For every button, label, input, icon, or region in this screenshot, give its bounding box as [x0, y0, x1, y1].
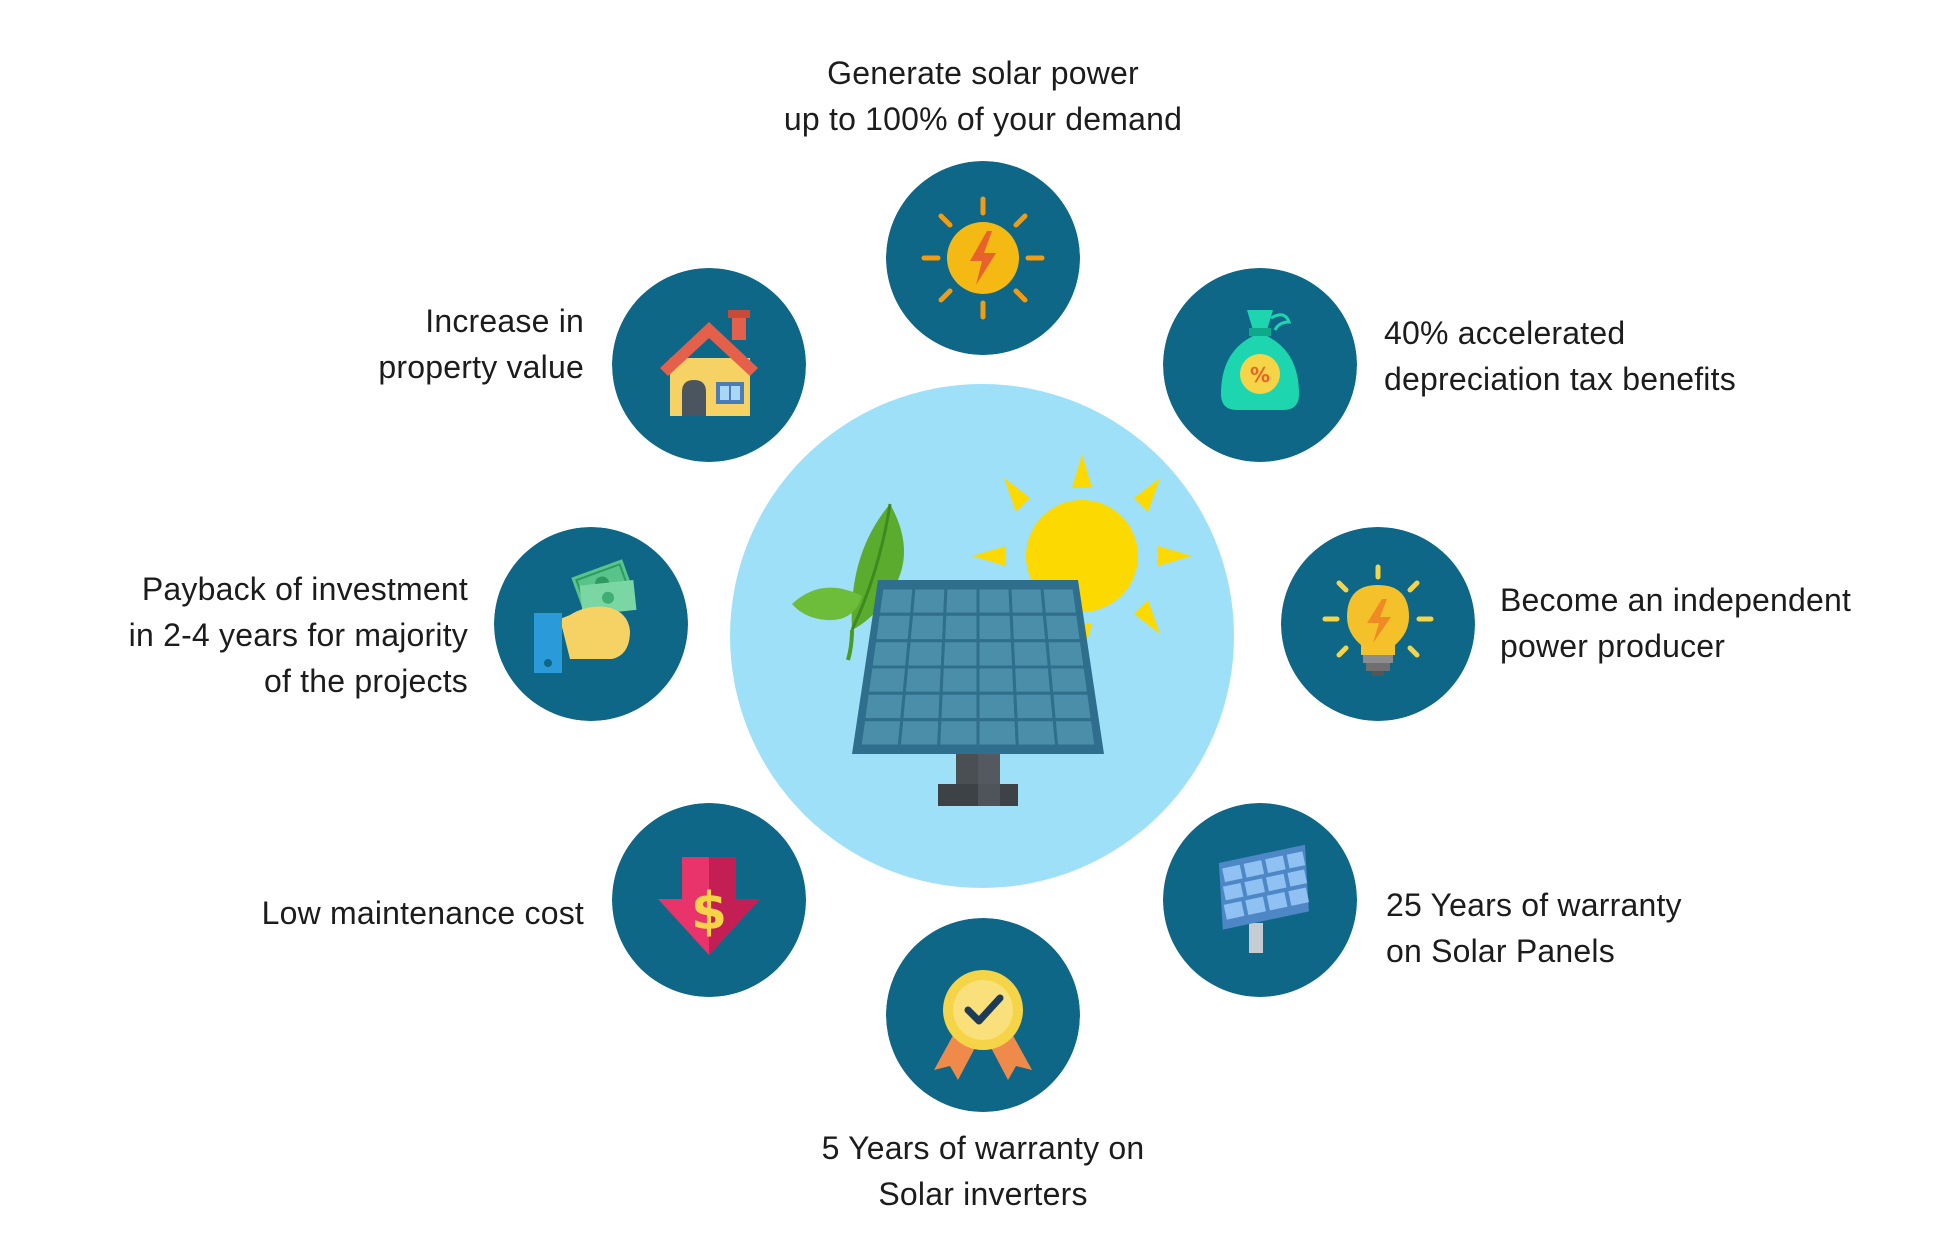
panel-cell [976, 691, 1018, 722]
panel-cell [1014, 718, 1059, 748]
benefit-label-panel-warranty: 25 Years of warranty on Solar Panels [1386, 882, 1846, 974]
panel-cell [1050, 691, 1095, 722]
house-icon [612, 268, 806, 462]
benefit-label-inverter-warranty: 5 Years of warranty on Solar inverters [740, 1125, 1226, 1217]
benefit-label-payback: Payback of investment in 2-4 years for m… [40, 566, 468, 704]
panel-cell [939, 665, 980, 695]
benefit-text-line: property value [378, 349, 584, 385]
panel-cell [976, 586, 1013, 616]
panel-cell [861, 691, 906, 722]
benefit-node-independent [1281, 527, 1475, 721]
panel-cell [858, 718, 904, 748]
panel-cell [869, 639, 911, 669]
benefit-text-line: of the projects [264, 663, 468, 699]
benefit-text-line: Payback of investment [141, 571, 468, 607]
benefit-node-inverter-warranty [886, 918, 1080, 1112]
benefit-text-line: 25 Years of warranty [1386, 887, 1682, 923]
panel-cell [976, 612, 1014, 643]
panel-cell [1008, 586, 1047, 616]
panel-cell [1040, 586, 1080, 616]
benefit-node-panel-warranty [1163, 803, 1357, 997]
central-solar-illustration [730, 384, 1234, 888]
solar-panel-sun-leaf-icon [730, 384, 1234, 888]
panel-cell [976, 665, 1017, 695]
panel-cell [1045, 639, 1087, 669]
dollar-down-arrow-icon: $ [612, 803, 806, 997]
panel-cell [872, 612, 914, 643]
hand-with-cash-icon [494, 527, 688, 721]
benefit-node-depreciation: % [1163, 268, 1357, 462]
benefit-text-line: on Solar Panels [1386, 933, 1615, 969]
money-bag-percent-icon: % [1163, 268, 1357, 462]
benefit-node-maintenance: $ [612, 803, 806, 997]
panel-cell [902, 665, 944, 695]
panel-cell [909, 586, 948, 616]
panel-cell [940, 639, 980, 669]
panel-cell [1042, 612, 1084, 643]
benefit-text-line: Become an independent [1500, 582, 1852, 618]
solar-panel-icon [1163, 803, 1357, 997]
benefit-label-depreciation: 40% accelerated depreciation tax benefit… [1384, 310, 1864, 402]
lightbulb-bolt-icon [1281, 527, 1475, 721]
benefit-text-line: Low maintenance cost [261, 895, 584, 931]
award-badge-check-icon [886, 918, 1080, 1112]
panel-cell [976, 639, 1016, 669]
panel-cell [907, 612, 947, 643]
panel-cell [876, 586, 916, 616]
benefit-text-line: Solar inverters [878, 1176, 1088, 1212]
panel-cell [1010, 639, 1051, 669]
panel-cell [1047, 665, 1091, 695]
panel-cell [943, 586, 980, 616]
panel-cell [937, 718, 980, 748]
benefit-node-property [612, 268, 806, 462]
svg-text:%: % [1250, 363, 1270, 387]
svg-text:$: $ [691, 882, 727, 942]
panel-cell [900, 691, 943, 722]
panel-cell [1013, 691, 1056, 722]
panel-cell [1009, 612, 1049, 643]
panel-cell [976, 718, 1019, 748]
panel-cell [897, 718, 942, 748]
panel-cell [905, 639, 946, 669]
benefit-label-property: Increase in property value [250, 298, 584, 390]
benefit-node-generate [886, 161, 1080, 355]
benefit-text-line: 5 Years of warranty on [821, 1130, 1145, 1166]
panel-cell [1052, 718, 1098, 748]
panel-cell [865, 665, 909, 695]
benefit-label-independent: Become an independent power producer [1500, 577, 1940, 669]
benefit-text-line: 40% accelerated [1384, 315, 1626, 351]
sun-bolt-icon [886, 161, 1080, 355]
benefit-text-line: in 2-4 years for majority [128, 617, 468, 653]
benefit-text-line: Generate solar power [827, 55, 1139, 91]
benefit-text-line: depreciation tax benefits [1384, 361, 1736, 397]
benefit-label-generate: Generate solar power up to 100% of your … [700, 50, 1266, 142]
benefit-text-line: up to 100% of your demand [783, 101, 1183, 137]
benefit-label-maintenance: Low maintenance cost [160, 890, 584, 936]
benefit-text-line: power producer [1500, 628, 1726, 664]
panel-cell [938, 691, 980, 722]
benefit-text-line: Increase in [425, 303, 584, 339]
panel-cell [1012, 665, 1054, 695]
panel-cell [942, 612, 980, 643]
benefit-node-payback [494, 527, 688, 721]
